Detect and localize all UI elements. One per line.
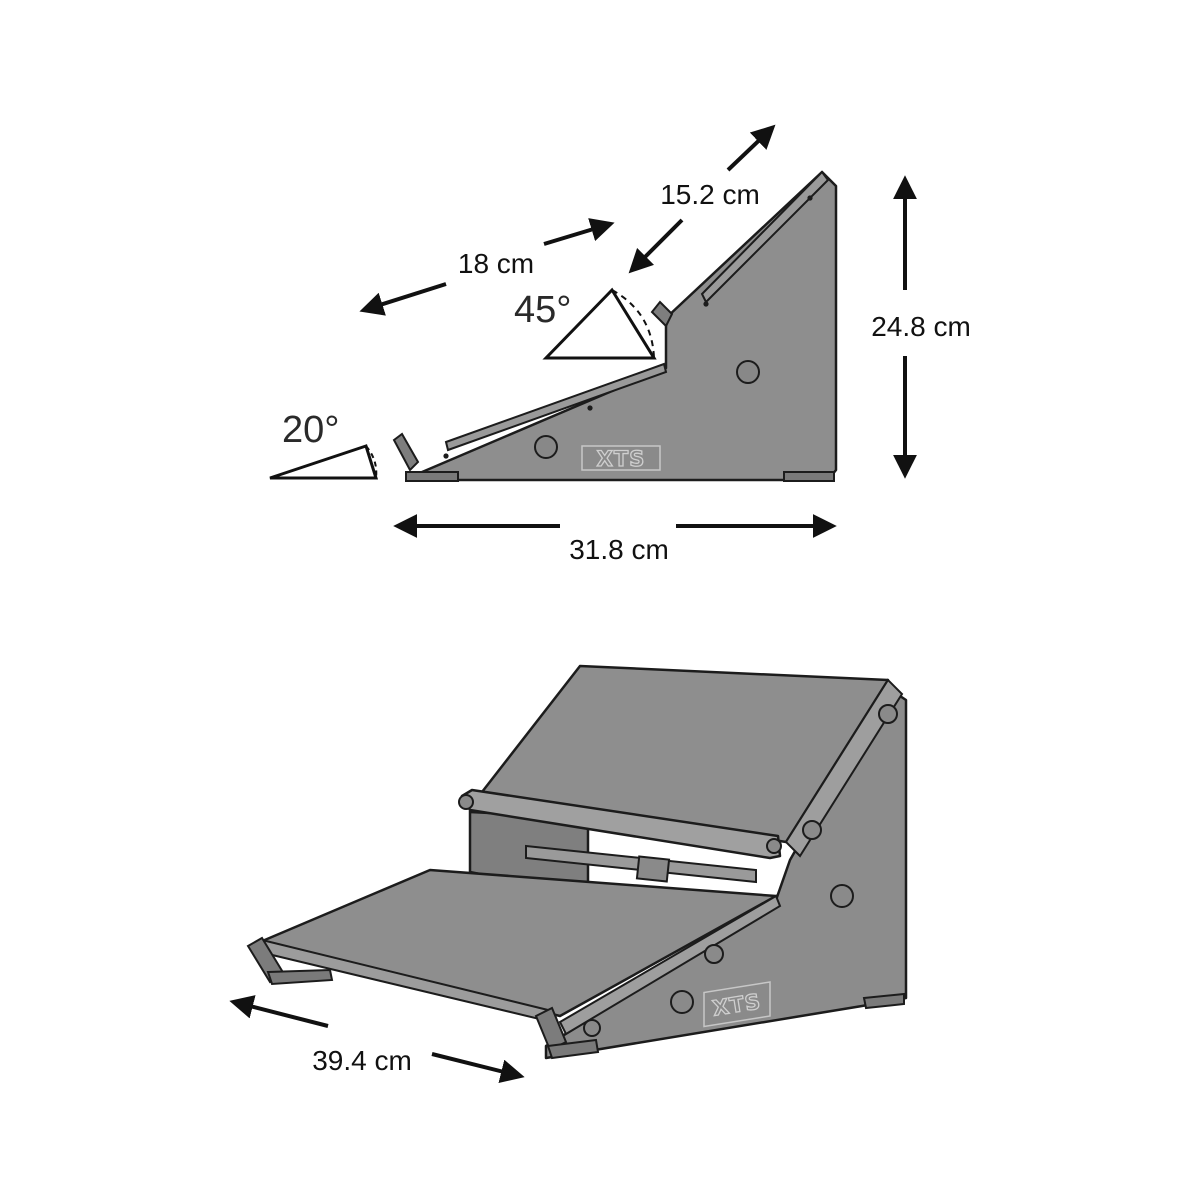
side-hole-front xyxy=(534,435,558,459)
width-label: 31.8 cm xyxy=(569,534,669,565)
front-foot xyxy=(405,471,459,482)
rod-coupler xyxy=(635,855,671,883)
shelf18-label: 18 cm xyxy=(458,248,534,279)
screw-dot xyxy=(443,453,449,459)
rear-foot xyxy=(862,992,905,1010)
lower-shelf-edge xyxy=(444,362,668,452)
upper-peg xyxy=(650,300,674,328)
upper-shelf-edge xyxy=(700,170,830,304)
rear-foot xyxy=(783,471,835,482)
bolt-knob xyxy=(766,838,782,854)
right-upper-edge xyxy=(784,678,904,858)
angle-marker-45 xyxy=(542,287,657,360)
shelf18-arrow-down xyxy=(359,282,447,316)
bolt-knob xyxy=(458,794,474,810)
angle-label-45: 45° xyxy=(514,289,571,331)
depth-label: 39.4 cm xyxy=(312,1045,412,1076)
screw-dot xyxy=(587,405,593,411)
side-panel xyxy=(406,170,838,482)
front-lip xyxy=(392,432,420,472)
side-hole-rear xyxy=(736,360,760,384)
side-view: XTS 20° 45° 31.8 cm 24.8 cm 18 cm 15.2 c… xyxy=(269,124,971,565)
side-logo-plate xyxy=(581,445,661,471)
bolt-knob xyxy=(830,884,854,908)
angle-arc-20 xyxy=(365,445,378,479)
shelf15-label: 15.2 cm xyxy=(660,179,760,210)
depth-arrow-left xyxy=(229,995,329,1028)
bolt-knob xyxy=(583,1019,601,1037)
perspective-logo-plate xyxy=(703,981,771,1028)
middle-bar xyxy=(460,788,782,860)
height-label: 24.8 cm xyxy=(871,311,971,342)
right-front-lip xyxy=(534,1006,568,1052)
bolt-knob xyxy=(878,704,898,724)
right-lower-edge xyxy=(558,894,782,1036)
perspective-view: XTS 39.4 cm xyxy=(229,664,908,1083)
screw-dot xyxy=(807,195,813,201)
depth-arrow-right xyxy=(431,1052,525,1083)
angle-marker-20 xyxy=(269,444,379,480)
shelf15-arrow-down xyxy=(628,218,684,274)
right-front-foot xyxy=(546,1038,600,1060)
shelf15-arrow-up xyxy=(726,124,776,172)
shelf18-arrow-up xyxy=(543,218,615,246)
angle-label-20: 20° xyxy=(282,409,339,451)
screw-dot xyxy=(703,301,709,307)
bolt-knob xyxy=(704,944,724,964)
bolt-knob xyxy=(670,990,694,1014)
side-logo: XTS xyxy=(597,447,646,471)
left-front-foot xyxy=(266,968,334,986)
bolt-knob xyxy=(802,820,822,840)
